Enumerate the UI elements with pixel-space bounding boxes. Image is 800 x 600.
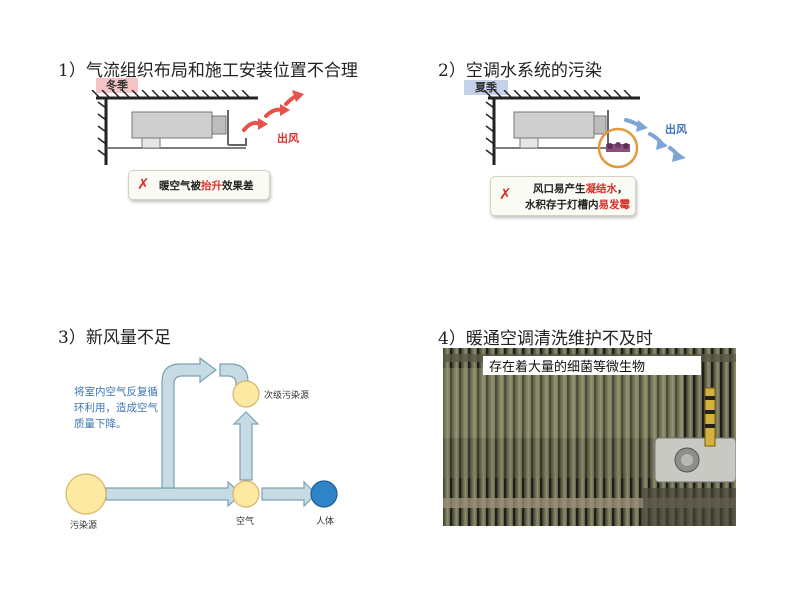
secondary-source-node (232, 380, 260, 408)
callout-line1-prefix: 风口易产生 (533, 183, 586, 195)
panel-2-title: 2）空调水系统的污染 (438, 61, 602, 81)
winter-airflow-diagram (91, 90, 258, 165)
air-node (232, 480, 260, 508)
summer-problem-callout: ✗ 风口易产生凝结水， 水积存于灯槽内易发霉 (490, 176, 636, 216)
x-mark-icon: ✗ (499, 185, 512, 203)
cool-air-outflow-arrows (624, 118, 686, 162)
callout-line2-highlight: 易发霉 (598, 199, 631, 211)
summer-airflow-diagram (483, 90, 640, 165)
callout-text-suffix: 效果差 (222, 180, 254, 192)
callout-line2-prefix: 水积存于灯槽内 (525, 199, 599, 211)
recirculation-description: 将室内空气反复循环利用，造成空气质量下降。 (74, 386, 158, 430)
callout-text-prefix: 暖空气被 (159, 180, 201, 192)
dirty-coil-photo: 存在着大量的细菌等微生物 (443, 348, 736, 526)
panel-3-title: 3）新风量不足 (58, 328, 171, 348)
panel-4-title: 4）暖通空调清洗维护不及时 (438, 329, 653, 349)
condensation-highlight-circle (597, 127, 639, 169)
human-label: 人体 (316, 517, 335, 527)
callout-line1-suffix: ， (617, 183, 628, 195)
panel-1-title: 1）气流组织布局和施工安装位置不合理 (58, 61, 358, 81)
winter-airflow-label: 出风 (277, 132, 299, 145)
microbe-caption: 存在着大量的细菌等微生物 (483, 356, 701, 375)
pollution-source-node (65, 473, 107, 515)
summer-airflow-label: 出风 (665, 123, 687, 136)
callout-text-highlight: 抬升 (201, 180, 222, 192)
callout-line1-highlight: 凝结水 (585, 183, 618, 195)
fresh-air-flow-diagram (65, 356, 338, 515)
winter-season-tag: 冬季 (96, 78, 138, 93)
secondary-source-label: 次级污染源 (264, 391, 310, 401)
air-label: 空气 (236, 517, 255, 527)
pollution-source-label: 污染源 (70, 521, 98, 531)
human-node (310, 480, 338, 508)
summer-season-tag: 夏季 (464, 80, 508, 95)
warm-air-rising-arrows (242, 90, 304, 132)
x-mark-icon: ✗ (137, 175, 150, 193)
winter-problem-callout: ✗ 暖空气被抬升效果差 (128, 170, 270, 200)
